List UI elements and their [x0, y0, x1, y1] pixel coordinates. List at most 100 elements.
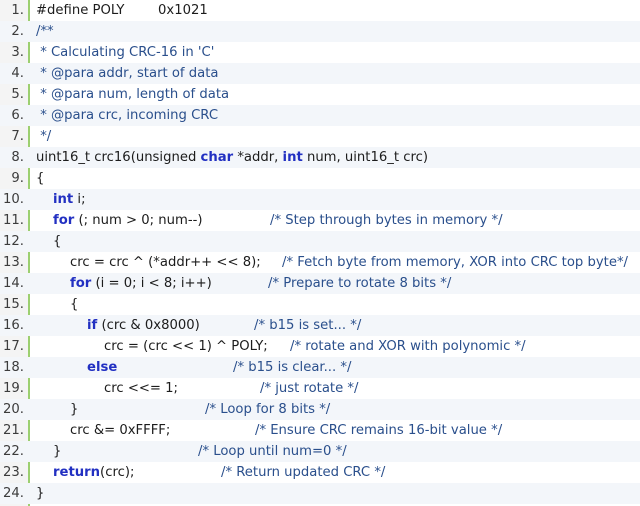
code-text: #define POLY 0x1021	[36, 0, 208, 21]
line-number: 4.	[11, 66, 24, 81]
code-line: 10. int i;	[0, 189, 640, 210]
keyword-token: int	[282, 150, 303, 165]
code-line: 8. uint16_t crc16(unsigned char *addr, in…	[0, 147, 640, 168]
code-line: 6. * @para crc, incoming CRC	[0, 105, 640, 126]
code-token: (i = 0; i < 8; i++)	[91, 276, 212, 291]
code-token: (crc & 0x8000)	[97, 318, 200, 333]
code-token: (; num > 0; num--)	[74, 213, 203, 228]
line-number: 5.	[11, 87, 24, 102]
code-token: (crc);	[100, 465, 135, 480]
code-text: /**	[36, 21, 54, 42]
code-line: 2. /**	[0, 21, 640, 42]
line-number: 17.	[3, 339, 24, 354]
code-text: }	[53, 441, 61, 462]
line-number: 18.	[3, 360, 24, 375]
code-line: 22.}/* Loop until num=0 */	[0, 441, 640, 462]
code-text: */	[36, 126, 51, 147]
inline-comment: /* Fetch byte from memory, XOR into CRC …	[282, 255, 628, 270]
keyword-token: if	[87, 318, 98, 333]
code-token: #define POLY 0x1021	[36, 3, 208, 18]
code-text: {	[70, 294, 78, 315]
code-line: 4. * @para addr, start of data	[0, 63, 640, 84]
line-number: 10.	[3, 192, 24, 207]
inline-comment: /* b15 is set... */	[254, 318, 362, 333]
keyword-token: else	[87, 360, 118, 375]
code-text: else	[87, 357, 117, 378]
code-text: }	[36, 483, 44, 504]
line-number: 12.	[3, 234, 24, 249]
code-token: crc = crc ^ (*addr++ << 8);	[70, 255, 261, 270]
code-text: crc = crc ^ (*addr++ << 8);	[70, 252, 261, 273]
code-token: {	[53, 234, 62, 249]
code-line: 23. return(crc); /* Return updated CRC */	[0, 462, 640, 483]
comment-token: /**	[36, 24, 54, 39]
line-number: 13.	[3, 255, 24, 270]
code-token: }	[36, 486, 45, 501]
comment-token: */	[36, 129, 52, 144]
code-token: {	[70, 297, 79, 312]
line-number: 7.	[11, 129, 24, 144]
line-number: 2.	[11, 24, 24, 39]
inline-comment: /* Return updated CRC */	[221, 465, 386, 480]
comment-token: * @para num, length of data	[36, 87, 230, 102]
code-text: {	[53, 231, 61, 252]
line-number: 8.	[11, 150, 24, 165]
code-line: 21. crc &= 0xFFFF; /* Ensure CRC remains 1…	[0, 420, 640, 441]
line-number: 3.	[11, 45, 24, 60]
inline-comment: /* Loop for 8 bits */	[205, 402, 331, 417]
code-line: 19.crc <<= 1;/* just rotate */	[0, 378, 640, 399]
code-line: 12. {	[0, 231, 640, 252]
inline-comment: /* Prepare to rotate 8 bits */	[268, 276, 452, 291]
line-number: 14.	[3, 276, 24, 291]
code-text: if (crc & 0x8000)	[87, 315, 200, 336]
code-line: 7. */	[0, 126, 640, 147]
code-text: * @para crc, incoming CRC	[36, 105, 218, 126]
line-number: 1.	[11, 3, 24, 18]
code-token: }	[70, 402, 79, 417]
code-line: 20.}/* Loop for 8 bits */	[0, 399, 640, 420]
line-number: 24.	[3, 486, 24, 501]
code-line: 24.}	[0, 483, 640, 504]
line-number: 21.	[3, 423, 24, 438]
code-text: for (; num > 0; num--)	[53, 210, 203, 231]
code-line: 11. for (; num > 0; num--) /* Step through…	[0, 210, 640, 231]
inline-comment: /* Step through bytes in memory */	[270, 213, 503, 228]
code-token: crc &= 0xFFFF;	[70, 423, 171, 438]
code-token: uint16_t crc16(unsigned	[36, 150, 201, 165]
code-token: *addr,	[233, 150, 283, 165]
line-number: 23.	[3, 465, 24, 480]
line-number: 9.	[11, 171, 24, 186]
inline-comment: /* just rotate */	[260, 381, 359, 396]
code-line: 9. {	[0, 168, 640, 189]
keyword-token: int	[53, 192, 74, 207]
keyword-token: char	[200, 150, 234, 165]
inline-comment: /* b15 is clear... */	[233, 360, 352, 375]
inline-comment: /* Loop until num=0 */	[198, 444, 347, 459]
code-text: crc = (crc << 1) ^ POLY;	[104, 336, 268, 357]
line-number: 6.	[11, 108, 24, 123]
code-token: {	[36, 171, 45, 186]
inline-comment: /* Ensure CRC remains 16-bit value */	[255, 423, 503, 438]
code-text: crc &= 0xFFFF;	[70, 420, 170, 441]
comment-token: * @para crc, incoming CRC	[36, 108, 219, 123]
code-line: 14. for (i = 0; i < 8; i++) /* Prepare to …	[0, 273, 640, 294]
code-text: uint16_t crc16(unsigned char *addr, int …	[36, 147, 428, 168]
keyword-token: for	[70, 276, 92, 291]
line-number: 15.	[3, 297, 24, 312]
inline-comment: /* rotate and XOR with polynomic */	[290, 339, 526, 354]
code-text: * @para addr, start of data	[36, 63, 218, 84]
code-line: 17. crc = (crc << 1) ^ POLY; /* rotate and…	[0, 336, 640, 357]
code-line: 18. else /* b15 is clear... */	[0, 357, 640, 378]
code-text: {	[36, 168, 44, 189]
code-token: }	[53, 444, 62, 459]
code-text: * Calculating CRC-16 in 'C'	[36, 42, 214, 63]
code-text: return(crc);	[53, 462, 134, 483]
code-token: i;	[73, 192, 86, 207]
code-text: }	[70, 399, 78, 420]
code-line: 16.if (crc & 0x8000)/* b15 is set... */	[0, 315, 640, 336]
code-text: * @para num, length of data	[36, 84, 229, 105]
line-number: 11.	[3, 213, 24, 228]
code-line: 1. #define POLY 0x1021	[0, 0, 640, 21]
code-line: 5. * @para num, length of data	[0, 84, 640, 105]
code-token: num, uint16_t crc)	[302, 150, 428, 165]
